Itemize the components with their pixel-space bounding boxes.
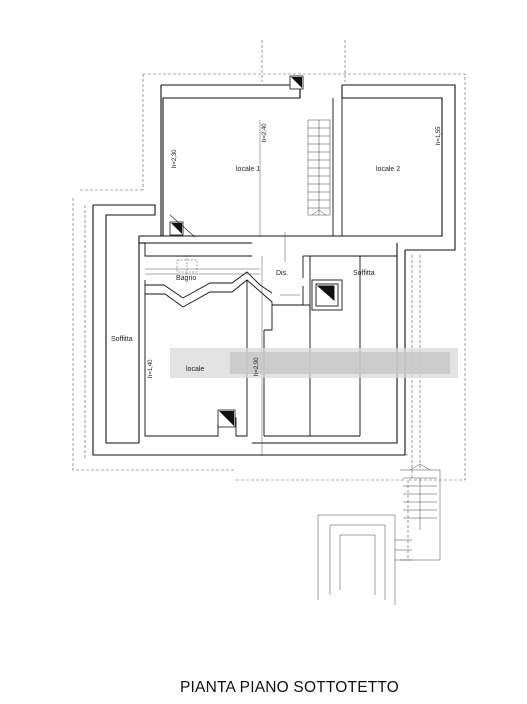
chimney-block (311, 279, 343, 311)
exterior-walls (92, 84, 456, 456)
exterior-stair (317, 463, 441, 605)
chimney-markers (169, 75, 304, 428)
height-label-4: h=1,40 (148, 359, 154, 378)
blurred-band (170, 348, 458, 378)
room-label-locale3: locale (186, 366, 204, 373)
room-label-locale1: locale 1 (236, 166, 260, 173)
height-label-5: h=2,90 (254, 357, 260, 376)
room-label-dis: Dis. (276, 270, 288, 277)
height-label-1: h=2,30 (172, 149, 178, 168)
dashed-outlines (72, 40, 466, 560)
room-label-bagno: Bagno (176, 275, 196, 282)
bathroom-fixture (176, 255, 198, 277)
height-label-3: h=1,55 (436, 126, 442, 145)
staircase-locale1 (307, 119, 331, 216)
room-label-locale2: locale 2 (376, 166, 400, 173)
room-label-soffitta-right: Soffitta (353, 270, 375, 277)
room-label-soffitta-left: Soffitta (111, 336, 133, 343)
interior-walls (144, 98, 397, 437)
height-label-2: h=2,40 (262, 123, 268, 142)
drawing-title: PIANTA PIANO SOTTOTETTO (180, 679, 400, 696)
guide-lines (145, 120, 300, 456)
